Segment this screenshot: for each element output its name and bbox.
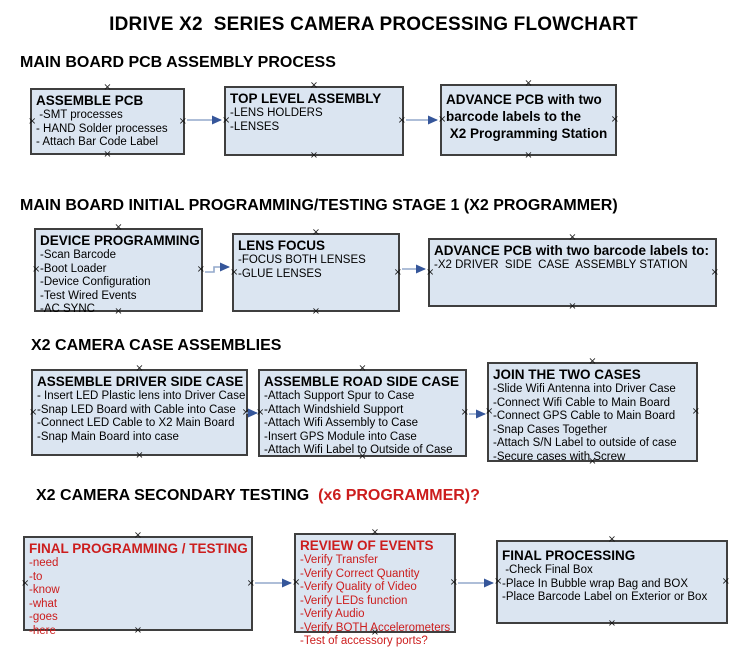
- section-header-initial-programming: MAIN BOARD INITIAL PROGRAMMING/TESTING S…: [20, 197, 618, 214]
- box-title: JOIN THE TWO CASES: [493, 367, 641, 382]
- list-item: -LENSES: [230, 120, 280, 133]
- connection-point-icon: ×: [309, 150, 319, 161]
- section-header-case-assemblies: X2 CAMERA CASE ASSEMBLIES: [31, 337, 282, 354]
- section-header-black-part: X2 CAMERA SECONDARY TESTING: [36, 487, 314, 504]
- box-items: -Verify Transfer-Verify Correct Quantity…: [300, 554, 454, 649]
- connection-point-icon: ×: [607, 618, 617, 629]
- list-item: -LENS HOLDERS: [230, 107, 323, 119]
- box-title: ADVANCE PCB with two barcode labels to:: [434, 243, 710, 258]
- box-title: REVIEW OF EVENTS: [300, 538, 434, 553]
- list-item: -Attach Wifi Label to Outside of Case: [264, 444, 453, 456]
- section-header-secondary-testing: X2 CAMERA SECONDARY TESTING (x6 PROGRAMM…: [36, 487, 480, 505]
- flow-arrow-row2-1[interactable]: [205, 262, 230, 273]
- box-title: ADVANCE PCB with two barcode labels to t…: [446, 92, 608, 141]
- box-device-programming[interactable]: ×××× DEVICE PROGRAMMING -Scan Barcode-Bo…: [32, 223, 205, 317]
- list-item: -goes: [29, 611, 58, 623]
- box-assemble-driver-side-case[interactable]: ×××× ASSEMBLE DRIVER SIDE CASE - Insert …: [29, 364, 250, 461]
- box-assemble-road-side-case[interactable]: ×××× ASSEMBLE ROAD SIDE CASE -Attach Sup…: [256, 364, 469, 462]
- list-item: -Verify Quality of Video: [300, 581, 417, 593]
- list-item: -here: [29, 624, 56, 637]
- box-items: -FOCUS BOTH LENSES-GLUE LENSES: [238, 254, 398, 281]
- list-item: -Attach Wifi Assembly to Case: [264, 417, 419, 429]
- box-items: -X2 DRIVER SIDE CASE ASSEMBLY STATION: [434, 259, 715, 273]
- connection-point-icon: ×: [135, 450, 144, 461]
- box-title: ASSEMBLE DRIVER SIDE CASE: [37, 374, 244, 389]
- list-item: -need: [29, 557, 59, 569]
- list-item: -Device Configuration: [40, 276, 151, 288]
- connection-point-icon: ×: [103, 149, 112, 160]
- box-items: -need-to-know-what-goes-here: [29, 557, 251, 638]
- list-item: -Connect GPS Cable to Main Board: [493, 410, 676, 422]
- box-items: -Check Final Box-Place In Bubble wrap Ba…: [502, 564, 726, 605]
- box-assemble-pcb[interactable]: ×××× ASSEMBLE PCB -SMT processes- HAND S…: [28, 83, 187, 160]
- list-item: - HAND Solder processes: [36, 122, 168, 135]
- box-advance-pcb-programming-station[interactable]: ×××× ADVANCE PCB with two barcode labels…: [438, 79, 619, 161]
- page-title: IDRIVE X2 SERIES CAMERA PROCESSING FLOWC…: [109, 14, 638, 35]
- list-item: -Attach Windshield Support: [264, 403, 404, 416]
- box-top-level-assembly[interactable]: ×××× TOP LEVEL ASSEMBLY -LENS HOLDERS-LE…: [222, 81, 406, 161]
- box-items: - Insert LED Plastic lens into Driver Ca…: [37, 390, 246, 444]
- box-title: LENS FOCUS: [238, 238, 326, 253]
- connection-point-icon: ×: [524, 150, 533, 161]
- box-items: -LENS HOLDERS-LENSES: [230, 107, 402, 134]
- list-item: -know: [29, 584, 60, 596]
- list-item: -Boot Loader: [40, 262, 107, 275]
- box-title: TOP LEVEL ASSEMBLY: [230, 91, 382, 106]
- section-header-red-part: (x6 PROGRAMMER)?: [313, 487, 480, 504]
- list-item: - Attach Bar Code Label: [36, 136, 159, 148]
- list-item: -Slide Wifi Antenna into Driver Case: [493, 383, 676, 395]
- box-title: DEVICE PROGRAMMING: [40, 233, 200, 248]
- box-title: ASSEMBLE PCB: [36, 93, 144, 108]
- box-lens-focus[interactable]: ×××× LENS FOCUS -FOCUS BOTH LENSES-GLUE …: [230, 228, 402, 317]
- list-item: -Connect LED Cable to X2 Main Board: [37, 417, 235, 429]
- box-final-processing[interactable]: ×××× FINAL PROCESSING -Check Final Box-P…: [494, 535, 730, 629]
- list-item: -Test Wired Events: [40, 289, 137, 302]
- list-item: - Insert LED Plastic lens into Driver Ca…: [37, 390, 246, 402]
- box-title: FINAL PROGRAMMING / TESTING: [29, 541, 248, 556]
- list-item: -what: [29, 597, 58, 610]
- section-header-pcb-assembly: MAIN BOARD PCB ASSEMBLY PROCESS: [20, 54, 336, 71]
- list-item: -Snap Cases Together: [493, 423, 608, 436]
- list-item: -Verify Correct Quantity: [300, 567, 420, 580]
- box-items: -Scan Barcode-Boot Loader-Device Configu…: [40, 249, 201, 317]
- list-item: -Attach Support Spur to Case: [264, 390, 415, 402]
- list-item: -SMT processes: [36, 109, 123, 121]
- list-item: -Test of accessory ports?: [300, 635, 428, 647]
- list-item: -Place In Bubble wrap Bag and BOX: [502, 577, 689, 590]
- list-item: -Snap LED Board with Cable into Case: [37, 403, 236, 416]
- box-final-programming-testing[interactable]: ×××× FINAL PROGRAMMING / TESTING -need-t…: [21, 531, 255, 637]
- box-title: FINAL PROCESSING: [502, 548, 636, 563]
- box-items: -SMT processes- HAND Solder processes- A…: [36, 109, 183, 150]
- list-item: -FOCUS BOTH LENSES: [238, 254, 366, 266]
- list-item: -AC SYNC: [40, 303, 95, 315]
- list-item: -Verify Transfer: [300, 554, 378, 566]
- box-join-the-two-cases[interactable]: ×××× JOIN THE TWO CASES -Slide Wifi Ante…: [485, 357, 700, 467]
- list-item: -X2 DRIVER SIDE CASE ASSEMBLY STATION: [434, 259, 688, 271]
- list-item: -Verify Audio: [300, 608, 365, 620]
- connection-point-icon: ×: [524, 78, 533, 89]
- box-items: -Slide Wifi Antenna into Driver Case-Con…: [493, 383, 696, 464]
- list-item: -GLUE LENSES: [238, 267, 322, 280]
- box-review-of-events[interactable]: ×××× REVIEW OF EVENTS -Verify Transfer-V…: [292, 528, 458, 648]
- list-item: -to: [29, 570, 43, 583]
- box-title: ASSEMBLE ROAD SIDE CASE: [264, 374, 460, 389]
- list-item: -Check Final Box: [502, 564, 593, 576]
- box-items: -Attach Support Spur to Case-Attach Wind…: [264, 390, 465, 458]
- box-advance-pcb-driver-side-station[interactable]: ×××× ADVANCE PCB with two barcode labels…: [426, 233, 719, 312]
- list-item: -Place Barcode Label on Exterior or Box: [502, 591, 708, 603]
- connection-point-icon: ×: [607, 534, 617, 545]
- connection-point-icon: ×: [311, 306, 321, 317]
- list-item: -Scan Barcode: [40, 249, 117, 261]
- list-item: -Insert GPS Module into Case: [264, 430, 417, 443]
- connection-point-icon: ×: [568, 301, 577, 312]
- list-item: -Connect Wifi Cable to Main Board: [493, 396, 671, 409]
- list-item: -Verify LEDs function: [300, 594, 408, 607]
- list-item: -Secure cases with Screw: [493, 450, 626, 463]
- list-item: -Attach S/N Label to outside of case: [493, 437, 677, 449]
- list-item: -Verify BOTH Accelerometers: [300, 621, 451, 634]
- list-item: -Snap Main Board into case: [37, 430, 179, 443]
